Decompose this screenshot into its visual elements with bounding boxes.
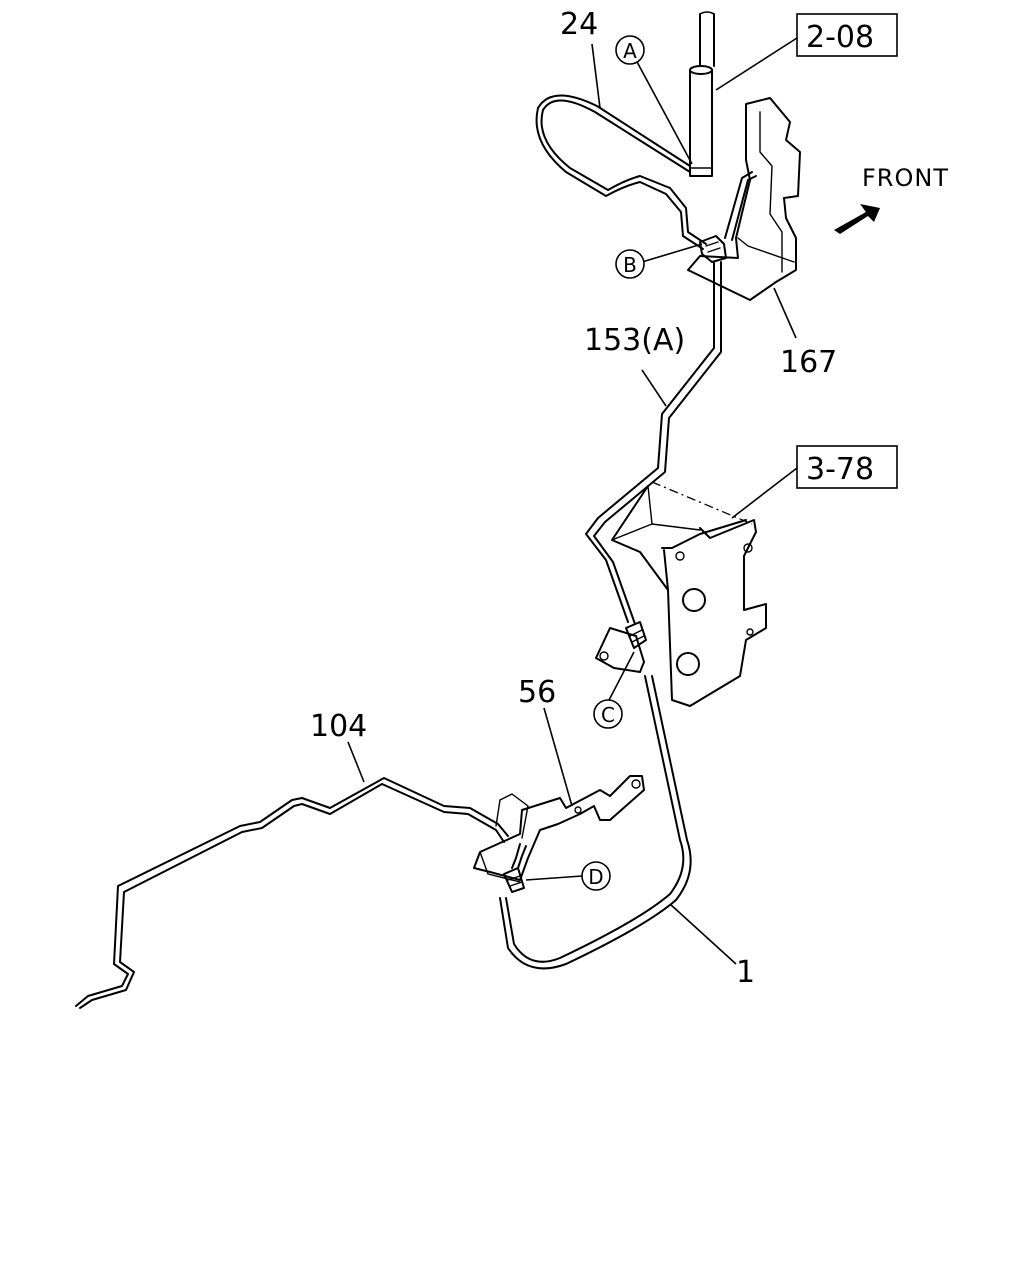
marker-b: B — [615, 249, 645, 279]
marker-b-letter: B — [623, 253, 637, 277]
pipe-1 — [499, 675, 692, 970]
reference-box-2-08: 2-08 — [796, 13, 898, 57]
reference-box-3-78: 3-78 — [796, 445, 898, 489]
marker-a-letter: A — [623, 39, 637, 63]
marker-d-letter: D — [588, 865, 603, 889]
part-label-167: 167 — [780, 345, 837, 380]
fitting-d — [503, 843, 527, 893]
pipe-24 — [535, 94, 707, 250]
leader-lines — [347, 37, 798, 965]
marker-d: D — [581, 861, 611, 891]
marker-c-letter: C — [601, 703, 615, 727]
part-label-153a: 153(A) — [584, 323, 685, 358]
marker-a: A — [615, 35, 645, 65]
fitting-b — [699, 235, 727, 263]
cylinder-fitting — [689, 11, 715, 177]
bracket-56 — [473, 775, 645, 883]
marker-c: C — [593, 699, 623, 729]
reference-label-2-08: 2-08 — [806, 20, 874, 55]
bracket-167 — [687, 97, 801, 301]
pipe-153a — [585, 261, 722, 625]
part-label-24: 24 — [560, 7, 598, 42]
pipe-104 — [75, 777, 509, 1009]
bracket-3-78 — [595, 481, 767, 707]
part-label-1: 1 — [736, 955, 755, 990]
part-label-104: 104 — [310, 709, 367, 744]
front-label: FRONT — [862, 164, 949, 192]
reference-label-3-78: 3-78 — [806, 452, 874, 487]
front-arrow: FRONT — [834, 164, 949, 234]
part-label-56: 56 — [518, 675, 556, 710]
fitting-c — [625, 621, 647, 649]
